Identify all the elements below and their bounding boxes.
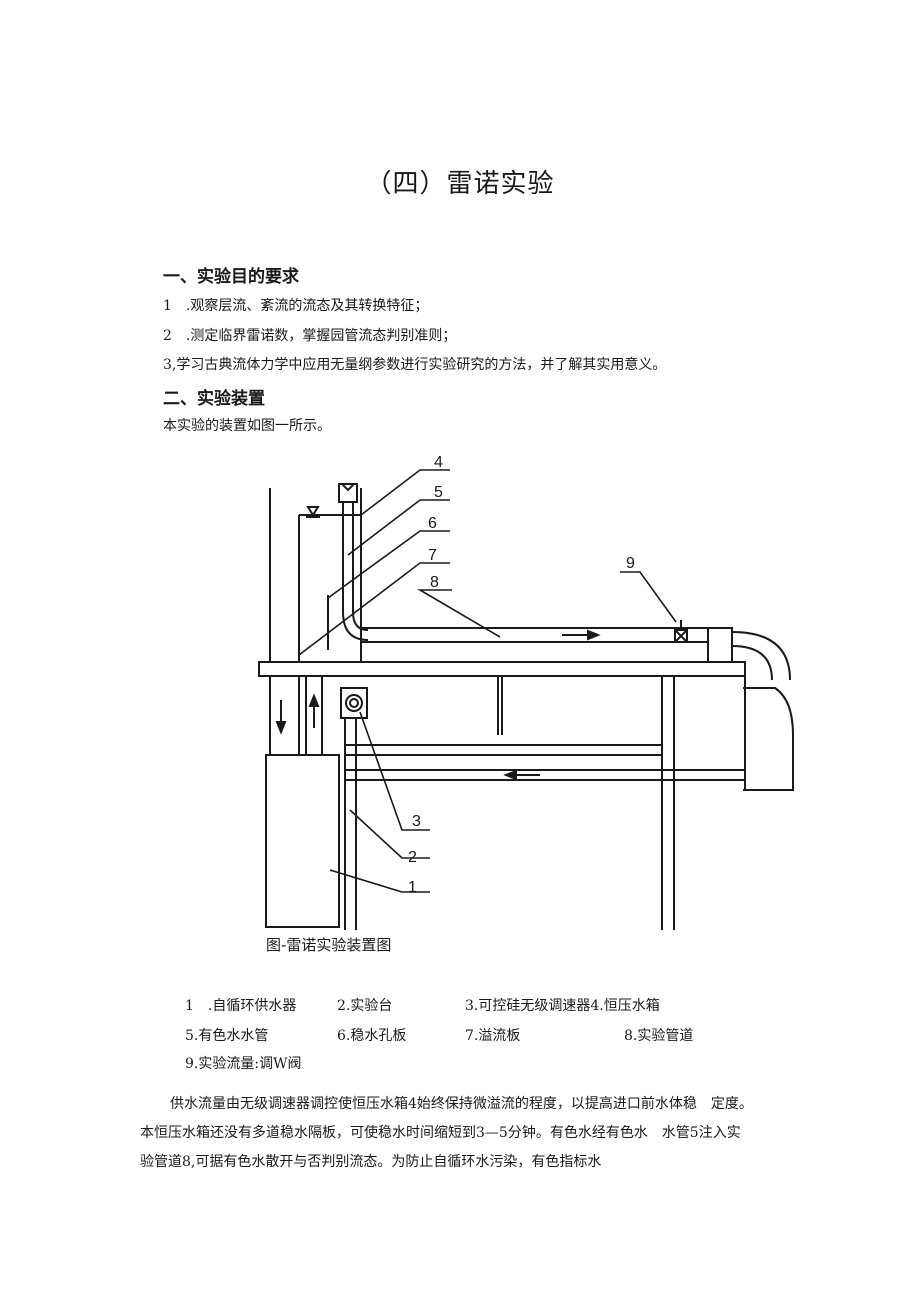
paragraph-line-2: 本恒压水箱还没有多道稳水隔板，可使稳水时间缩短到3—5分钟。有色水经有色水 水管…: [140, 1125, 741, 1141]
legend-2: 2.实验台: [337, 998, 393, 1014]
objective-item-2: 2 .测定临界雷诺数，掌握园管流态判别准则；: [163, 328, 457, 344]
callout-1: 1: [408, 879, 417, 896]
section1-heading: 一、实验目的要求: [163, 267, 299, 287]
callout-7: 7: [428, 547, 437, 564]
legend-6: 6.稳水孔板: [337, 1028, 407, 1044]
paragraph-line-1: 供水流量由无级调速器调控使恒压水箱4始终保持微溢流的程度，以提高进口前水体稳 定…: [170, 1096, 753, 1112]
callout-6: 6: [428, 515, 437, 532]
callout-9: 9: [626, 555, 635, 572]
legend-7: 7.溢流板: [465, 1028, 521, 1044]
legend-3-4: 3.可控硅无级调速器4.恒压水箱: [465, 998, 660, 1014]
legend-5: 5.有色水水管: [185, 1028, 269, 1044]
callout-2: 2: [408, 849, 417, 866]
callout-4: 4: [434, 454, 443, 471]
legend-1: 1 .自循环供水器: [185, 998, 297, 1014]
objective-item-1: 1 .观察层流、紊流的流态及其转换特征；: [163, 298, 429, 314]
section2-heading: 二、实验装置: [163, 389, 265, 409]
callout-8: 8: [430, 574, 439, 591]
paragraph-line-3: 验管道8,可据有色水散开与否判别流态。为防止自循环水污染，有色指标水: [140, 1154, 602, 1170]
description-paragraph: 供水流量由无级调速器调控使恒压水箱4始终保持微溢流的程度，以提高进口前水体稳 定…: [140, 1090, 800, 1177]
objective-item-3: 3,学习古典流体力学中应用无量纲参数进行实验研究的方法，并了解其实用意义。: [163, 357, 667, 373]
legend-8: 8.实验管道: [624, 1028, 694, 1044]
figure-caption: 图-雷诺实验装置图: [266, 936, 392, 954]
callout-3: 3: [412, 813, 421, 830]
section2-intro: 本实验的装置如图一所示。: [163, 418, 331, 434]
page-title: （四）雷诺实验: [365, 169, 555, 199]
callout-5: 5: [434, 484, 443, 501]
legend-9: 9.实验流量:调W阀: [185, 1056, 302, 1072]
